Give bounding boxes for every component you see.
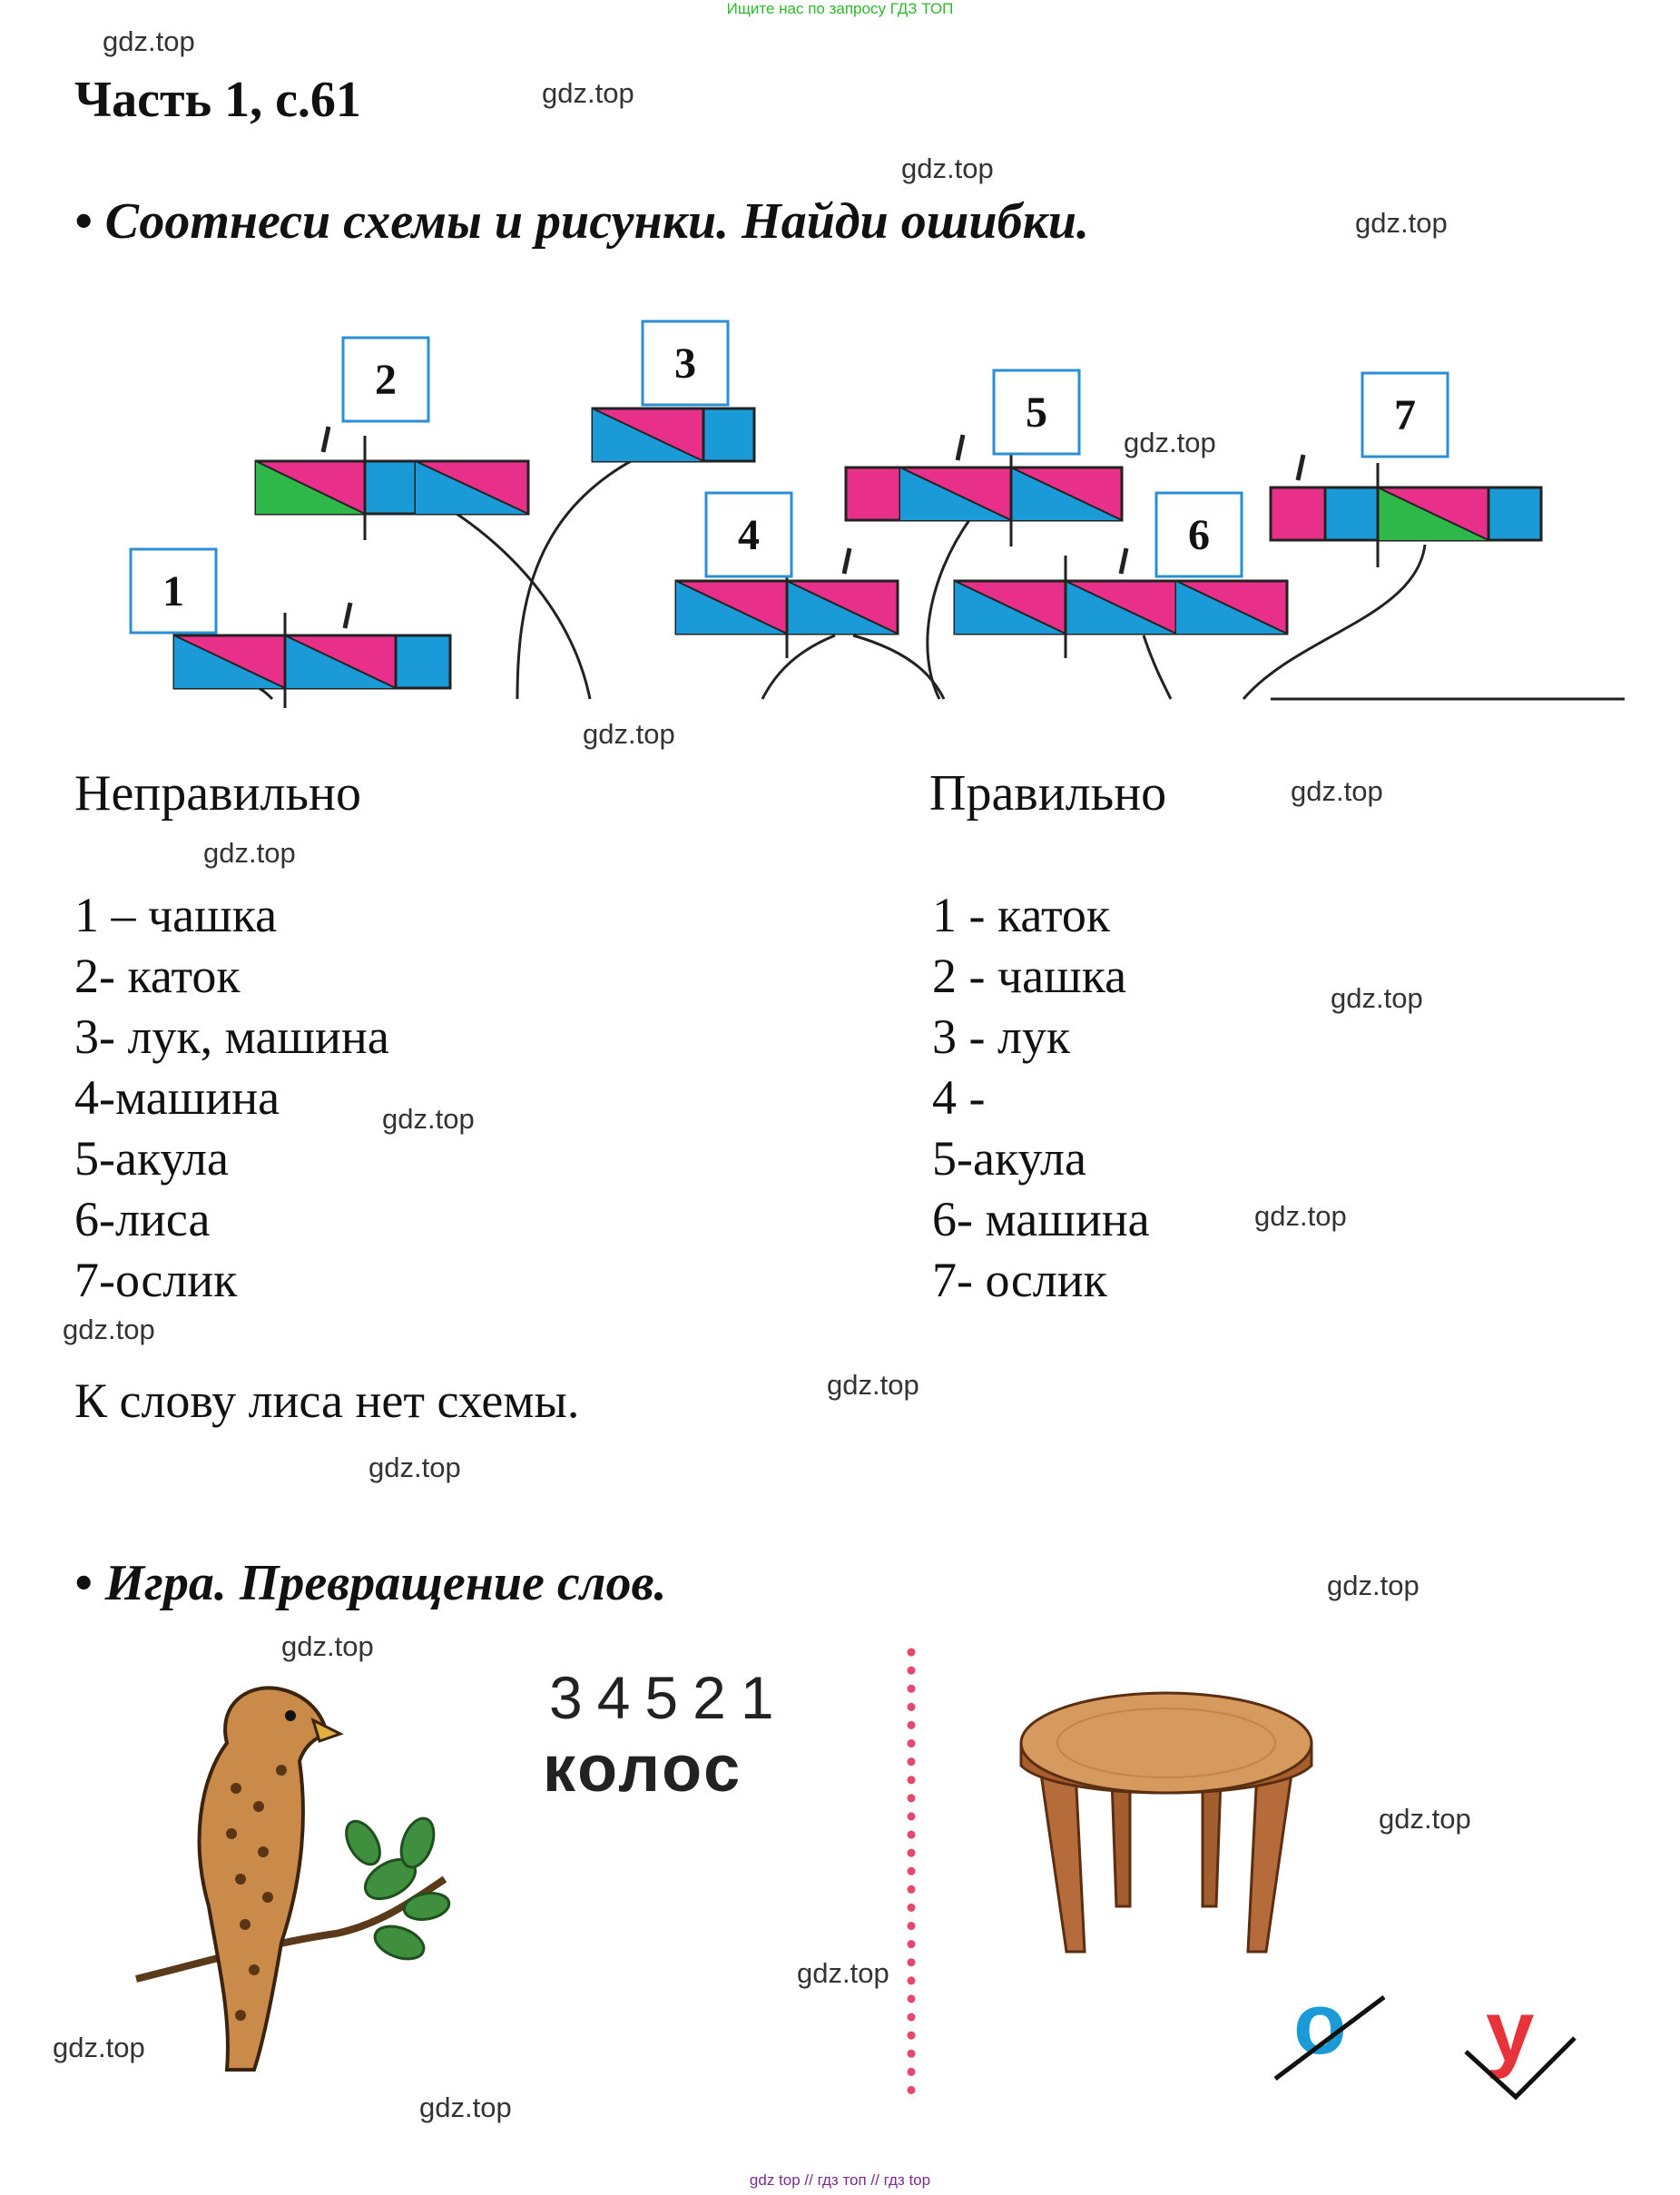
check-mark (1464, 2036, 1577, 2101)
watermark: gdz.top (1291, 775, 1383, 807)
watermark: gdz.top (281, 1630, 374, 1662)
watermark: gdz.top (583, 718, 675, 750)
hawk-illustration (135, 1686, 451, 2072)
connector-curve (1142, 635, 1173, 700)
letter-o: о (1293, 1975, 1347, 2072)
list-item: 1 - каток (932, 888, 1111, 942)
scheme-2 (254, 426, 530, 540)
list-item: 6- машина (932, 1192, 1150, 1246)
list-item: 4 - (932, 1070, 986, 1125)
scheme-number: 3 (674, 340, 696, 388)
watermark: gdz.top (203, 837, 296, 869)
connector-curve (926, 517, 973, 700)
word-schemes-illustration: 1 2 3 4 5 6 7 (129, 320, 1625, 708)
list-item: 7-ослик (74, 1253, 238, 1307)
watermark: gdz.top (53, 2032, 145, 2063)
connector-curve (852, 634, 946, 700)
right-heading: Правильно (929, 765, 1167, 822)
scheme-number: 1 (162, 567, 184, 615)
watermark: gdz.top (63, 1314, 155, 1345)
list-item: 2 - чашка (932, 949, 1127, 1003)
list-item: 3- лук, машина (74, 1009, 389, 1064)
watermark: gdz.top (368, 1452, 461, 1483)
scheme-number-box (704, 491, 793, 578)
watermark: gdz.top (1355, 207, 1448, 239)
connector-curve (761, 634, 836, 700)
table-illustration (1019, 1691, 1313, 1954)
scheme-number: 7 (1394, 391, 1416, 439)
watermark: gdz.top (901, 153, 994, 184)
list-item: 1 – чашка (74, 888, 278, 942)
word-kolos: колос (543, 1733, 743, 1806)
scheme-number-box (1154, 491, 1243, 578)
watermark: gdz.top (797, 1957, 889, 1989)
scheme-5 (844, 434, 1124, 546)
watermark: gdz.top (382, 1103, 475, 1135)
letter-order-digits: 34521 (549, 1664, 789, 1731)
top-note: Ищите нас по запросу ГДЗ ТОП (726, 0, 954, 17)
wrong-list: 1 – чашка 2- каток 3- лук, машина 4-маши… (74, 885, 389, 1311)
watermark: gdz.top (1379, 1803, 1471, 1835)
list-item: 2- каток (74, 949, 241, 1003)
list-item: 5-акула (932, 1131, 1086, 1186)
connector-curve (516, 452, 645, 700)
scheme-number-box (641, 320, 730, 407)
scheme-1 (172, 602, 452, 708)
scheme-number-box (1361, 371, 1449, 458)
watermark: gdz.top (827, 1369, 919, 1401)
scheme-number: 2 (375, 356, 397, 404)
watermark: gdz.top (103, 25, 195, 57)
scheme-number: 5 (1026, 389, 1047, 437)
watermark: gdz.top (542, 77, 634, 109)
letter-u: у (1486, 1983, 1535, 2080)
wrong-heading: Неправильно (74, 765, 361, 822)
scheme-number-box (992, 369, 1081, 456)
task-heading-game: • Игра. Превращение слов. (74, 1555, 667, 1611)
watermark: gdz.top (1331, 982, 1423, 1014)
watermark: gdz.top (1254, 1200, 1347, 1232)
connector-curve (1242, 544, 1427, 700)
watermark: gdz.top (419, 2092, 512, 2123)
watermark: gdz.top (1327, 1570, 1420, 1601)
task-heading-schemes: • Соотнеси схемы и рисунки. Найди ошибки… (74, 193, 1090, 250)
scheme-4 (674, 547, 899, 658)
scheme-3 (591, 407, 756, 463)
note-text: К слову лиса нет схемы. (74, 1373, 580, 1428)
footer-links: gdz top // гдз топ // гдз top (749, 2171, 931, 2189)
list-item: 7- ослик (932, 1253, 1107, 1307)
list-item: 5-акула (74, 1131, 229, 1186)
strike-mark (1273, 1995, 1386, 2081)
list-item: 3 - лук (932, 1009, 1071, 1064)
list-item: 6-лиса (74, 1192, 211, 1246)
scheme-number: 4 (738, 511, 760, 559)
right-list: 1 - каток 2 - чашка 3 - лук 4 - 5-акула … (932, 885, 1150, 1311)
watermark: gdz.top (1124, 427, 1216, 458)
page-title: Часть 1, с.61 (74, 72, 361, 128)
scheme-number-box (129, 547, 218, 635)
scheme-7 (1269, 454, 1543, 567)
scheme-number: 6 (1188, 511, 1210, 559)
dotted-divider (907, 1648, 916, 2111)
scheme-number-box (341, 336, 430, 423)
scheme-6 (953, 547, 1289, 658)
list-item: 4-машина (74, 1070, 280, 1125)
